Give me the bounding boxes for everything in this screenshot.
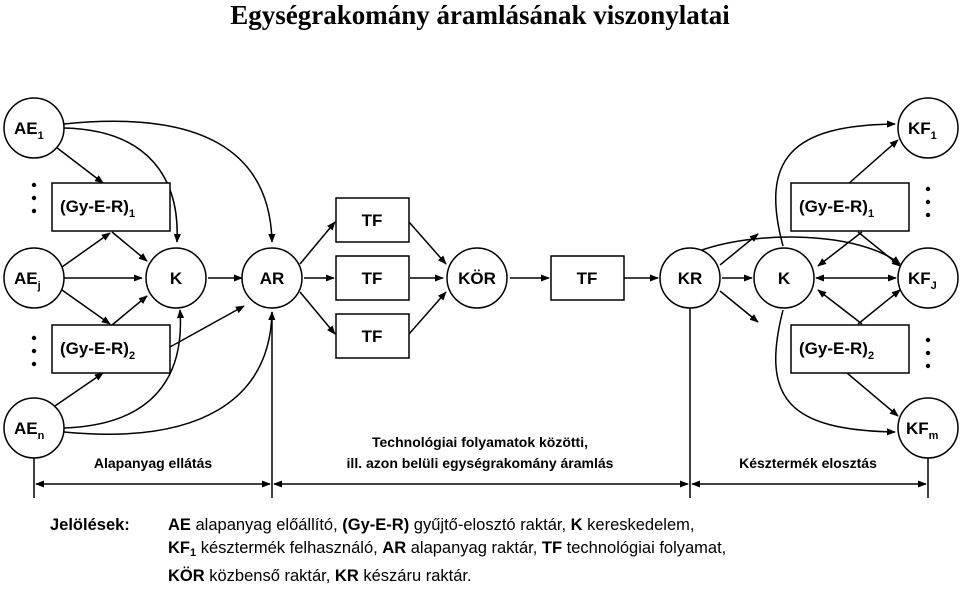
edge-gyer2-k bbox=[817, 289, 863, 325]
node-ar: AR bbox=[241, 247, 303, 309]
edge-gyer1-k bbox=[817, 231, 863, 267]
svg-text:(Gy-E-R)1: (Gy-E-R)1 bbox=[799, 197, 874, 220]
section-label-right: Késztermék elosztás bbox=[739, 455, 877, 471]
edge-kr-gyer2 bbox=[719, 290, 759, 323]
svg-text:AR: AR bbox=[260, 269, 285, 288]
node-kfj: KFJ bbox=[897, 247, 959, 309]
node-kfm: KFm bbox=[897, 397, 959, 459]
edge-gyer2-k bbox=[111, 295, 148, 326]
node-gyer2-right: (Gy-E-R)2 bbox=[790, 324, 910, 374]
svg-text:AEj: AEj bbox=[14, 269, 41, 292]
edge-aej-gyer1 bbox=[61, 232, 111, 268]
svg-text:AEn: AEn bbox=[14, 419, 45, 442]
svg-text:AE1: AE1 bbox=[14, 119, 44, 142]
legend-heading: Jelölések: bbox=[50, 516, 130, 534]
edge-tfbot-kor bbox=[408, 291, 447, 335]
edge-kr-kfj-arc bbox=[701, 236, 901, 265]
node-k-right: K bbox=[753, 247, 815, 309]
section-label-middle-2: ill. azon belüli egységrakomány áramlás bbox=[347, 455, 614, 471]
svg-text:KF1: KF1 bbox=[908, 119, 937, 142]
edge-ae1-gyer1 bbox=[51, 143, 104, 184]
node-kf1: KF1 bbox=[897, 97, 959, 159]
edge-ae1-k bbox=[63, 127, 181, 243]
edge-gyer2-kfm bbox=[846, 372, 899, 417]
legend-row-1: Jelölések:AE alapanyag előállító, (Gy-E-… bbox=[50, 514, 950, 537]
node-gyer1-right: (Gy-E-R)1 bbox=[790, 182, 910, 232]
node-tf-mid: TF bbox=[335, 255, 410, 301]
connections bbox=[33, 120, 929, 498]
edge-ar-tfbot bbox=[299, 291, 336, 335]
edge-aen-k bbox=[63, 309, 185, 429]
node-gyer2-left: (Gy-E-R)2 bbox=[51, 324, 171, 374]
edge-aej-gyer2 bbox=[61, 289, 111, 325]
svg-text:TF: TF bbox=[577, 269, 598, 288]
edge-ar-tftop bbox=[299, 221, 336, 265]
svg-text:TF: TF bbox=[362, 269, 383, 288]
edge-gyer1-kfj bbox=[857, 231, 901, 267]
node-kor: KÖR bbox=[446, 247, 508, 309]
ellipsis-dots bbox=[31, 182, 931, 369]
section-label-middle-1: Technológiai folyamatok közötti, bbox=[372, 434, 588, 450]
svg-text:KÖR: KÖR bbox=[458, 269, 496, 288]
node-gyer1-left: (Gy-E-R)1 bbox=[51, 182, 171, 232]
node-tf-center: TF bbox=[550, 255, 625, 301]
legend-row-3: KÖR közbenső raktár, KR készáru raktár. bbox=[168, 567, 472, 585]
svg-text:K: K bbox=[778, 269, 791, 288]
node-aen: AEn bbox=[3, 397, 65, 459]
edge-ae1-ar bbox=[63, 120, 276, 243]
node-tf-top: TF bbox=[335, 197, 410, 243]
svg-text:K: K bbox=[170, 269, 183, 288]
edge-gyer2-kfj bbox=[857, 289, 901, 325]
diagram-title: Egységrakomány áramlásának viszonylatai bbox=[230, 0, 730, 30]
legend: Jelölések:AE alapanyag előállító, (Gy-E-… bbox=[50, 514, 950, 588]
svg-text:(Gy-E-R)2: (Gy-E-R)2 bbox=[799, 339, 874, 362]
edge-gyer1-kf1 bbox=[846, 139, 899, 186]
svg-text:(Gy-E-R)2: (Gy-E-R)2 bbox=[60, 339, 135, 362]
node-ae1: AE1 bbox=[3, 97, 65, 159]
edge-k-kf1 bbox=[775, 120, 896, 247]
svg-text:(Gy-E-R)1: (Gy-E-R)1 bbox=[60, 197, 135, 220]
node-aej: AEj bbox=[3, 247, 65, 309]
section-label-left: Alapanyag ellátás bbox=[94, 455, 212, 471]
edge-k-kfm bbox=[775, 309, 896, 436]
legend-row-2: KF1 késztermék felhasználó, AR alapanyag… bbox=[168, 539, 727, 559]
svg-text:KR: KR bbox=[678, 269, 703, 288]
edge-tftop-kor bbox=[408, 221, 447, 265]
edge-aen-gyer2 bbox=[51, 372, 104, 409]
node-tf-bot: TF bbox=[335, 313, 410, 359]
svg-text:TF: TF bbox=[362, 211, 383, 230]
edge-gyer2-ar bbox=[169, 305, 245, 348]
node-k-left: K bbox=[145, 247, 207, 309]
node-kr: KR bbox=[659, 247, 721, 309]
edge-aen-ar bbox=[63, 311, 276, 435]
svg-text:KFm: KFm bbox=[906, 419, 939, 442]
edge-gyer1-k bbox=[111, 231, 148, 262]
svg-text:TF: TF bbox=[362, 327, 383, 346]
svg-text:KFJ: KFJ bbox=[908, 269, 937, 292]
